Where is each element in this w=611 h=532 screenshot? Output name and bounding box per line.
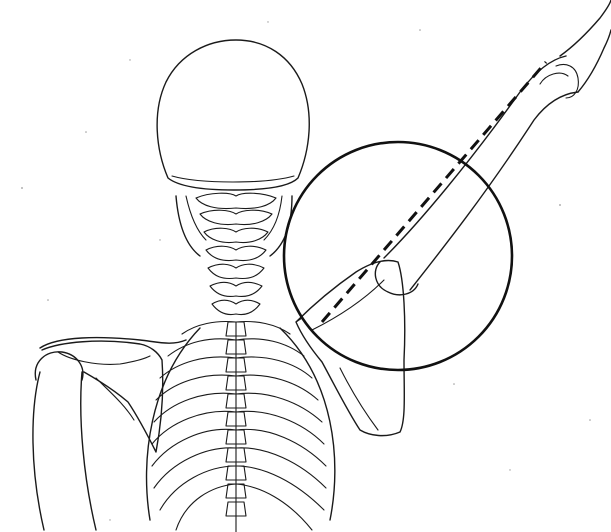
- rib-6: [152, 411, 324, 444]
- right-forearm: [540, 0, 611, 98]
- rib-9: [160, 466, 324, 510]
- left-humeral-head: [35, 352, 83, 380]
- thoracic-spine: [226, 322, 246, 532]
- left-humerus: [33, 372, 96, 530]
- rib-10: [176, 484, 312, 530]
- right-humeral-head: [375, 262, 418, 295]
- right-humerus: [375, 56, 578, 295]
- right-humerus-shaft: [384, 56, 578, 290]
- left-clavicle: [40, 338, 186, 348]
- mandible: [176, 196, 292, 256]
- left-arm: [33, 352, 96, 530]
- rib-4: [156, 375, 318, 400]
- skull: [157, 40, 309, 190]
- humerus-axis-line: [322, 62, 546, 322]
- shoulder-highlight-circle: [284, 142, 512, 370]
- rib-8: [154, 448, 326, 488]
- cervical-vertebrae: [196, 193, 276, 314]
- right-scapula: [296, 260, 405, 435]
- left-scapula: [40, 338, 186, 452]
